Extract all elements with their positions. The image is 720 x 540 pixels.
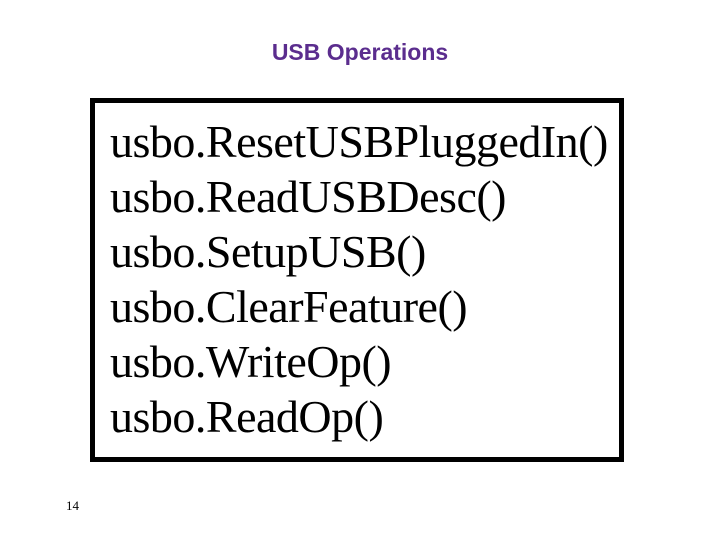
- code-line-write-op: usbo.WriteOp(): [110, 336, 392, 387]
- code-line-setup-usb: usbo.SetupUSB(): [110, 226, 426, 277]
- code-list: usbo.ResetUSBPluggedIn() usbo.ReadUSBDes…: [110, 114, 608, 444]
- page-number: 14: [66, 498, 79, 513]
- code-box: usbo.ResetUSBPluggedIn() usbo.ReadUSBDes…: [90, 98, 624, 462]
- code-line-reset-usb-plugged-in: usbo.ResetUSBPluggedIn(): [110, 116, 608, 167]
- code-line-read-op: usbo.ReadOp(): [110, 391, 384, 442]
- code-line-clear-feature: usbo.ClearFeature(): [110, 281, 468, 332]
- slide-title: USB Operations: [271, 39, 449, 65]
- code-line-read-usb-desc: usbo.ReadUSBDesc(): [110, 171, 506, 222]
